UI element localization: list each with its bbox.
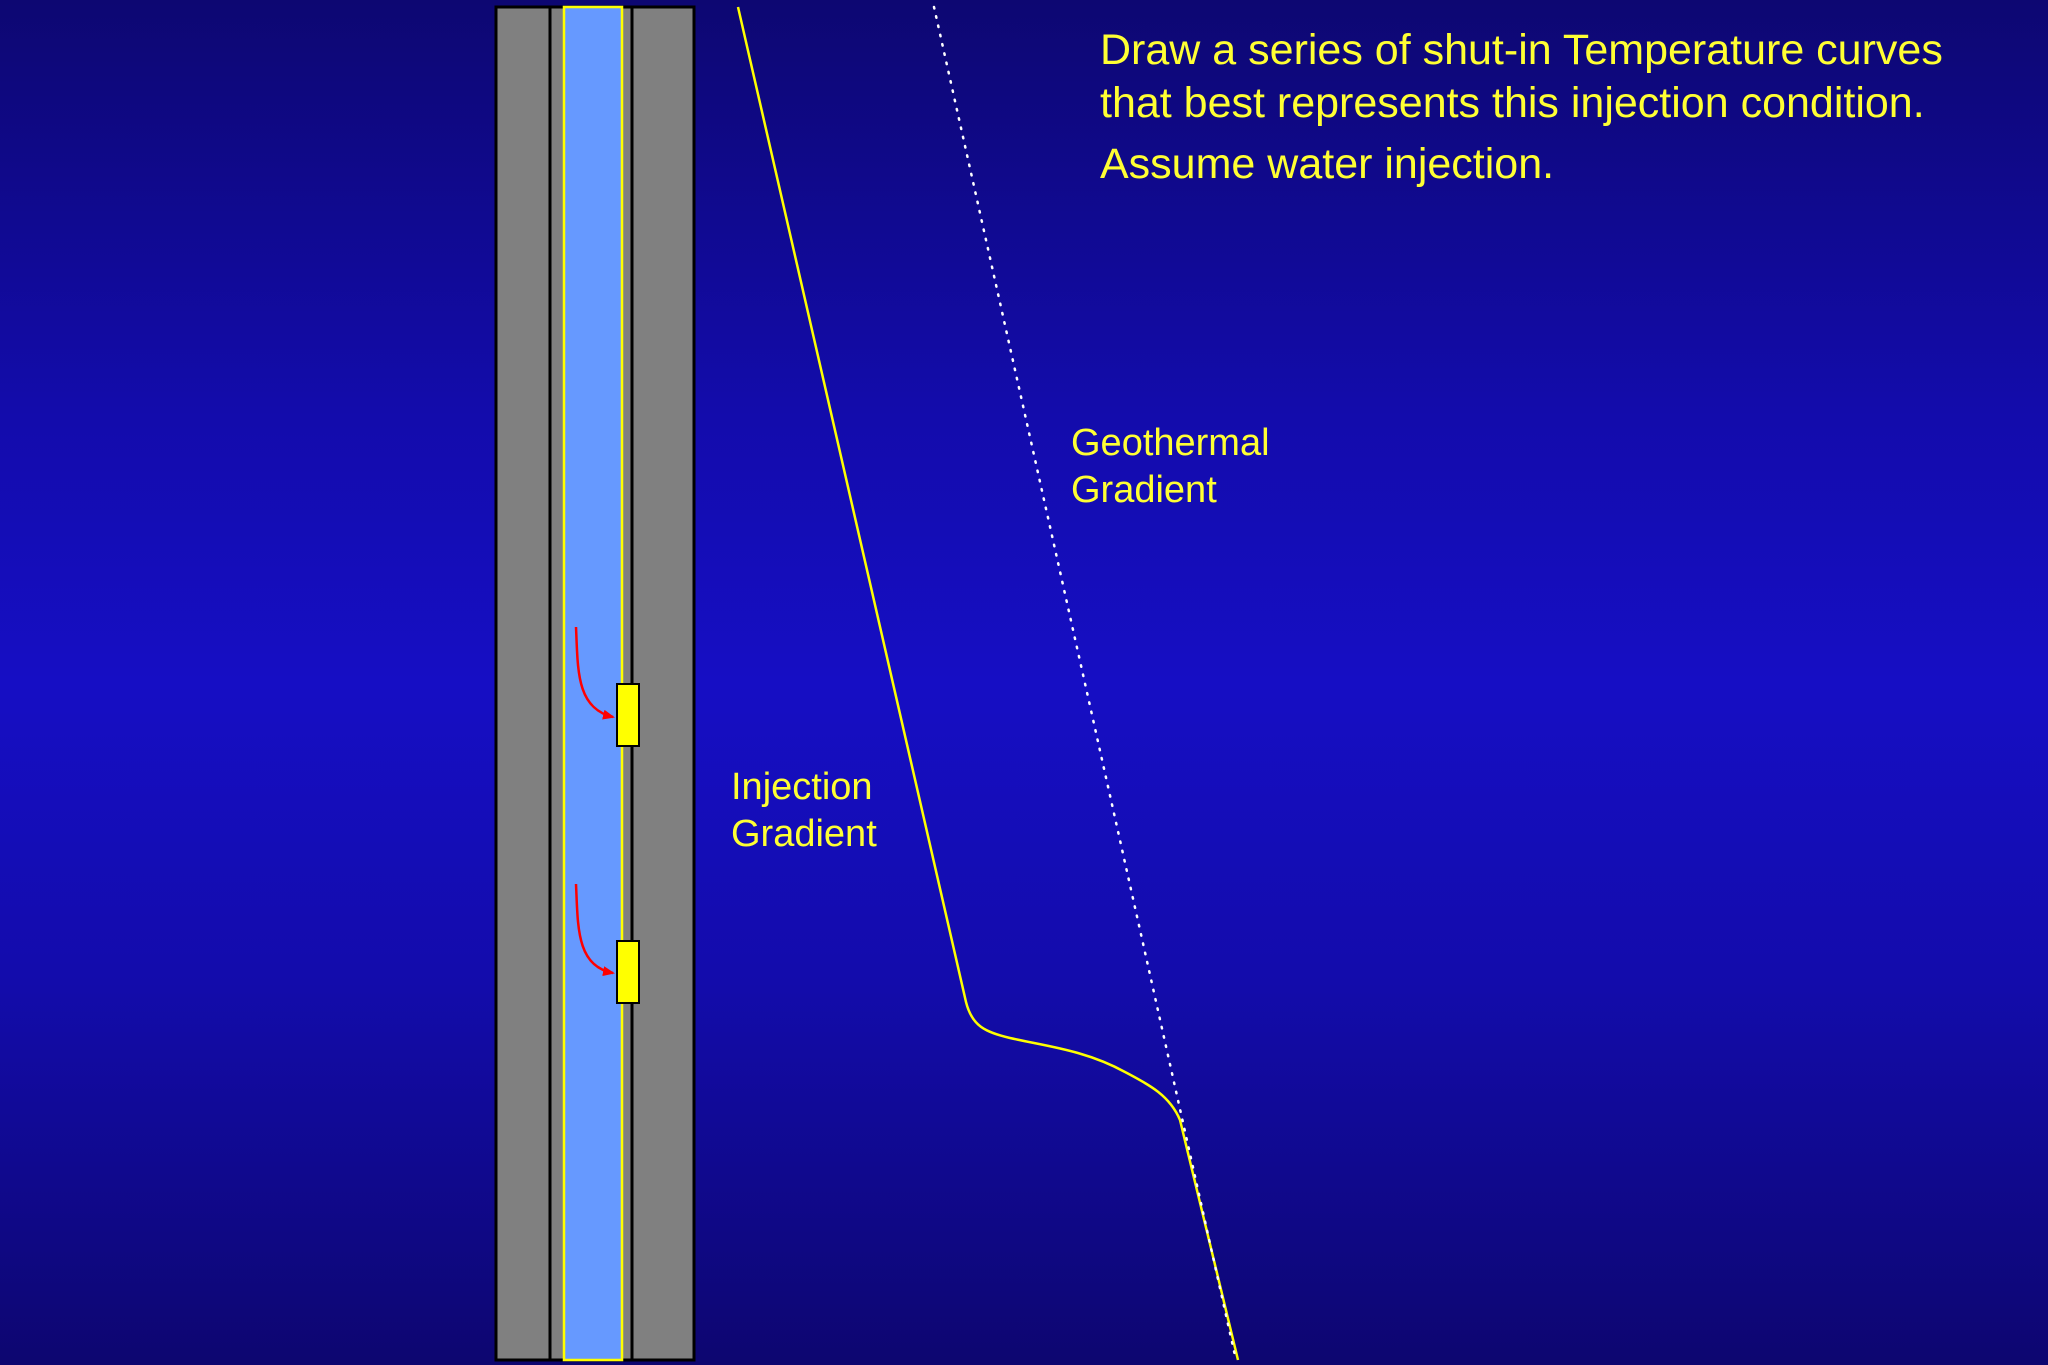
title-line-1: Draw a series of shut-in Temperature cur… (1100, 26, 1943, 74)
injection-gradient-curve (736, 6, 1240, 1361)
injection-label-line-1: Injection (731, 766, 873, 808)
geothermal-gradient-label: Geothermal Gradient (1071, 420, 1270, 514)
casing-right-wall (630, 5, 696, 1362)
flow-arrow-upper (574, 626, 615, 720)
injection-label-line-2: Gradient (731, 813, 877, 855)
flow-arrow-lower (574, 883, 615, 977)
title-line-3: Assume water injection. (1100, 140, 1555, 188)
geothermal-gradient-line (932, 5, 1238, 1362)
title-line-2: that best represents this injection cond… (1100, 79, 1925, 127)
slide-title: Draw a series of shut-in Temperature cur… (1100, 24, 1943, 191)
perforation-lower (616, 940, 640, 1004)
geothermal-label-line-1: Geothermal (1071, 422, 1270, 464)
injection-gradient-label: Injection Gradient (731, 764, 877, 858)
tubing-water (562, 5, 624, 1362)
perforation-upper (616, 683, 640, 747)
casing-left-wall (494, 5, 552, 1362)
geothermal-label-line-2: Gradient (1071, 469, 1217, 511)
